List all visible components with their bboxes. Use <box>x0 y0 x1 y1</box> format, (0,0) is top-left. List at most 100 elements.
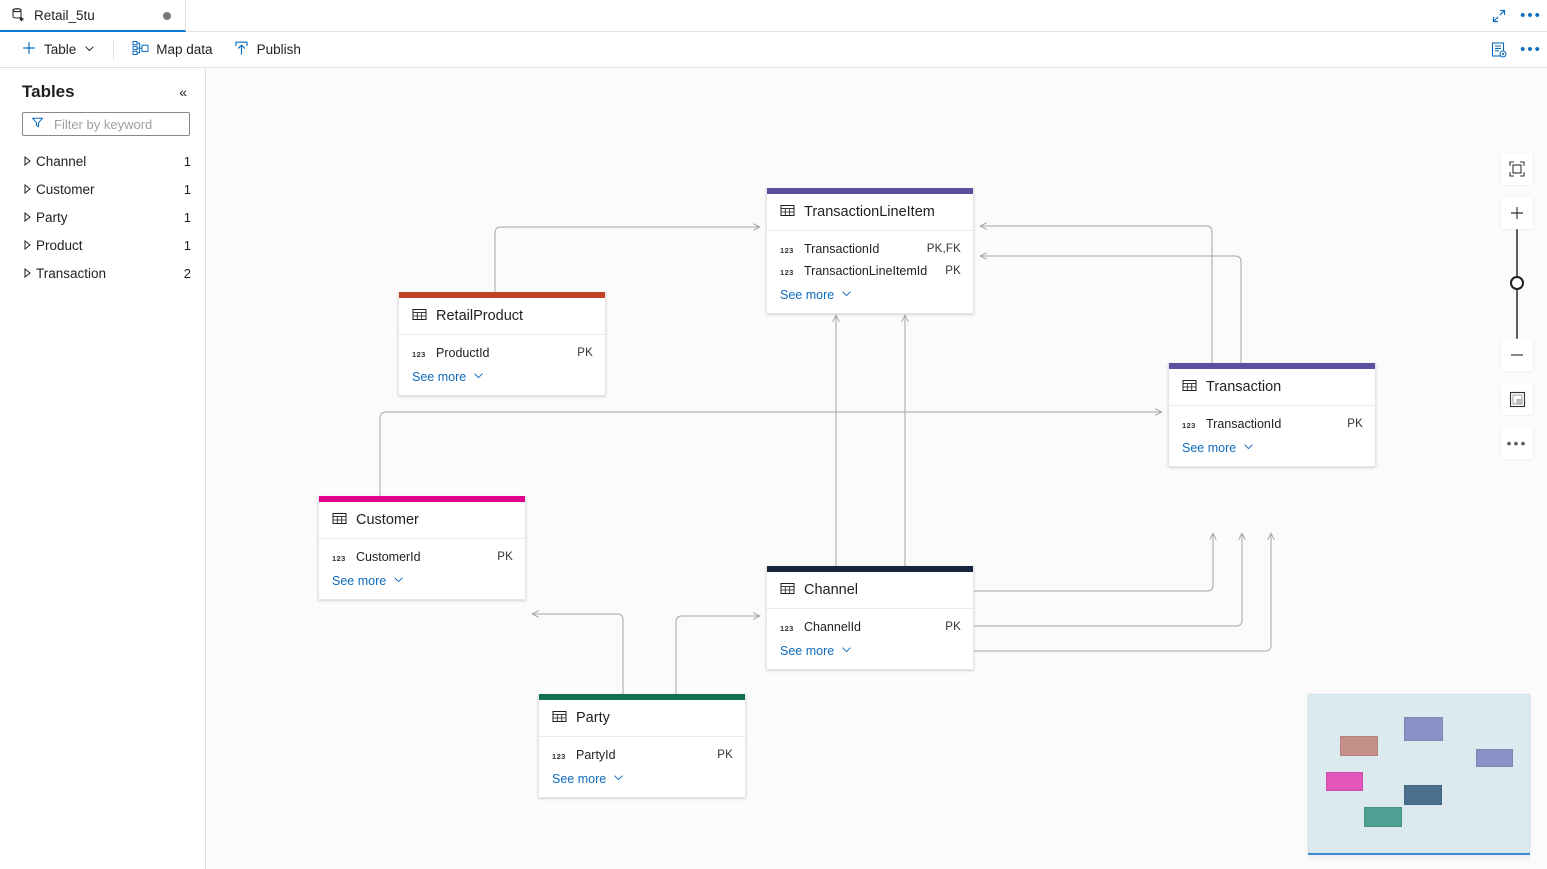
see-more-button[interactable]: See more <box>319 568 525 595</box>
minimap-node-customer <box>1326 772 1363 791</box>
node-fields: 123 ProductId PK See more <box>399 335 605 395</box>
field-key-badge: PK <box>1347 418 1363 430</box>
edge-party-customer <box>531 610 624 694</box>
chevron-right-icon[interactable] <box>18 184 36 194</box>
tab-label: Retail_5tu <box>34 7 95 23</box>
rail-spacer <box>1501 415 1533 427</box>
sidebar-item-count: 1 <box>183 209 191 225</box>
sidebar-item-channel[interactable]: Channel 1 <box>0 147 205 175</box>
node-header[interactable]: Transaction <box>1169 369 1375 406</box>
table-node-transactionlineitem[interactable]: TransactionLineItem 123 TransactionId PK… <box>766 188 974 314</box>
zoom-slider[interactable] <box>1501 229 1533 339</box>
field-row[interactable]: 123 TransactionLineItemId PK <box>767 260 973 282</box>
sidebar-item-label: Customer <box>36 181 95 197</box>
field-row[interactable]: 123 ProductId PK <box>399 342 605 364</box>
expand-icon[interactable] <box>1483 0 1515 31</box>
field-row[interactable]: 123 ChannelId PK <box>767 616 973 638</box>
sidebar-header: Tables « <box>0 68 205 112</box>
node-accent-bar <box>319 496 525 502</box>
minimap[interactable] <box>1308 694 1530 853</box>
command-bar: Table Map data <box>0 32 1547 68</box>
field-name: CustomerId <box>356 550 421 564</box>
sidebar-item-customer[interactable]: Customer 1 <box>0 175 205 203</box>
field-key-badge: PK <box>945 265 961 277</box>
sidebar-item-party[interactable]: Party 1 <box>0 203 205 231</box>
map-data-icon <box>132 40 149 60</box>
node-header[interactable]: RetailProduct <box>399 298 605 335</box>
number-type-icon: 123 <box>780 268 794 277</box>
zoom-in-button[interactable] <box>1501 197 1533 229</box>
sidebar-item-count: 1 <box>183 181 191 197</box>
table-node-customer[interactable]: Customer 123 CustomerId PK See more <box>318 496 526 600</box>
chevron-right-icon[interactable] <box>18 240 36 250</box>
filter-container <box>0 112 205 136</box>
node-header[interactable]: Channel <box>767 572 973 609</box>
more-options-glyph: ••• <box>1520 41 1542 58</box>
field-row[interactable]: 123 TransactionId PK,FK <box>767 238 973 260</box>
node-accent-bar <box>539 694 745 700</box>
rail-spacer <box>1501 185 1533 197</box>
tab-strip: Retail_5tu ••• <box>0 0 1547 32</box>
more-options-icon[interactable]: ••• <box>1515 34 1547 65</box>
table-node-transaction[interactable]: Transaction 123 TransactionId PK See mor… <box>1168 363 1376 467</box>
publish-button[interactable]: Publish <box>224 36 310 64</box>
erd-canvas[interactable]: TransactionLineItem 123 TransactionId PK… <box>207 68 1547 869</box>
edge-retailproduct-transactionlineitem <box>494 223 761 292</box>
zoom-out-button[interactable] <box>1501 339 1533 371</box>
see-more-button[interactable]: See more <box>767 282 973 309</box>
field-row[interactable]: 123 PartyId PK <box>539 744 745 766</box>
chevron-down-icon <box>841 288 852 302</box>
see-more-button[interactable]: See more <box>399 364 605 391</box>
new-table-button[interactable]: Table <box>12 36 104 64</box>
node-header[interactable]: Customer <box>319 502 525 539</box>
node-header[interactable]: Party <box>539 700 745 737</box>
table-icon <box>412 307 427 325</box>
map-data-label: Map data <box>156 42 213 57</box>
sidebar-item-label: Product <box>36 237 83 253</box>
field-name: TransactionId <box>804 242 880 256</box>
toggle-minimap-button[interactable] <box>1501 383 1533 415</box>
table-icon <box>1182 378 1197 396</box>
tab-retail-5tu[interactable]: Retail_5tu <box>0 0 186 32</box>
number-type-icon: 123 <box>780 624 794 633</box>
table-node-retailproduct[interactable]: RetailProduct 123 ProductId PK See more <box>398 292 606 396</box>
command-separator <box>113 39 115 60</box>
sidebar-item-product[interactable]: Product 1 <box>0 231 205 259</box>
see-more-button[interactable]: See more <box>767 638 973 665</box>
search-input[interactable] <box>52 115 181 133</box>
node-header[interactable]: TransactionLineItem <box>767 194 973 231</box>
table-node-channel[interactable]: Channel 123 ChannelId PK See more <box>766 566 974 670</box>
more-options-icon[interactable]: ••• <box>1515 0 1547 31</box>
edge-transaction-transactionlineitem-2 <box>979 252 1242 363</box>
chevron-right-icon[interactable] <box>18 268 36 278</box>
node-title: Channel <box>804 582 859 598</box>
field-name: PartyId <box>576 748 616 762</box>
minimap-node-party <box>1364 807 1402 827</box>
number-type-icon: 123 <box>1182 421 1196 430</box>
edge-channel-transaction-2 <box>974 532 1246 627</box>
collapse-sidebar-button[interactable]: « <box>179 84 187 100</box>
table-node-party[interactable]: Party 123 PartyId PK See more <box>538 694 746 798</box>
field-name: ProductId <box>436 346 490 360</box>
chevron-right-icon[interactable] <box>18 156 36 166</box>
chevron-right-icon[interactable] <box>18 212 36 222</box>
map-data-button[interactable]: Map data <box>123 36 221 64</box>
sidebar-item-transaction[interactable]: Transaction 2 <box>0 259 205 287</box>
more-options-glyph: ••• <box>1520 7 1542 24</box>
rail-more-options-button[interactable]: ••• <box>1501 427 1533 459</box>
filter-box[interactable] <box>22 112 190 136</box>
field-row[interactable]: 123 TransactionId PK <box>1169 413 1375 435</box>
new-table-label: Table <box>44 42 77 57</box>
table-icon <box>332 511 347 529</box>
field-row[interactable]: 123 CustomerId PK <box>319 546 525 568</box>
sidebar-item-count: 2 <box>183 265 191 281</box>
see-more-label: See more <box>552 772 607 786</box>
sidebar-item-count: 1 <box>183 237 191 253</box>
zoom-slider-thumb[interactable] <box>1510 276 1524 290</box>
sidebar-item-count: 1 <box>183 153 191 169</box>
model-settings-icon[interactable] <box>1483 34 1515 65</box>
see-more-button[interactable]: See more <box>1169 435 1375 462</box>
minimap-node-retailproduct <box>1340 736 1378 756</box>
fit-to-screen-button[interactable] <box>1501 153 1533 185</box>
see-more-button[interactable]: See more <box>539 766 745 793</box>
